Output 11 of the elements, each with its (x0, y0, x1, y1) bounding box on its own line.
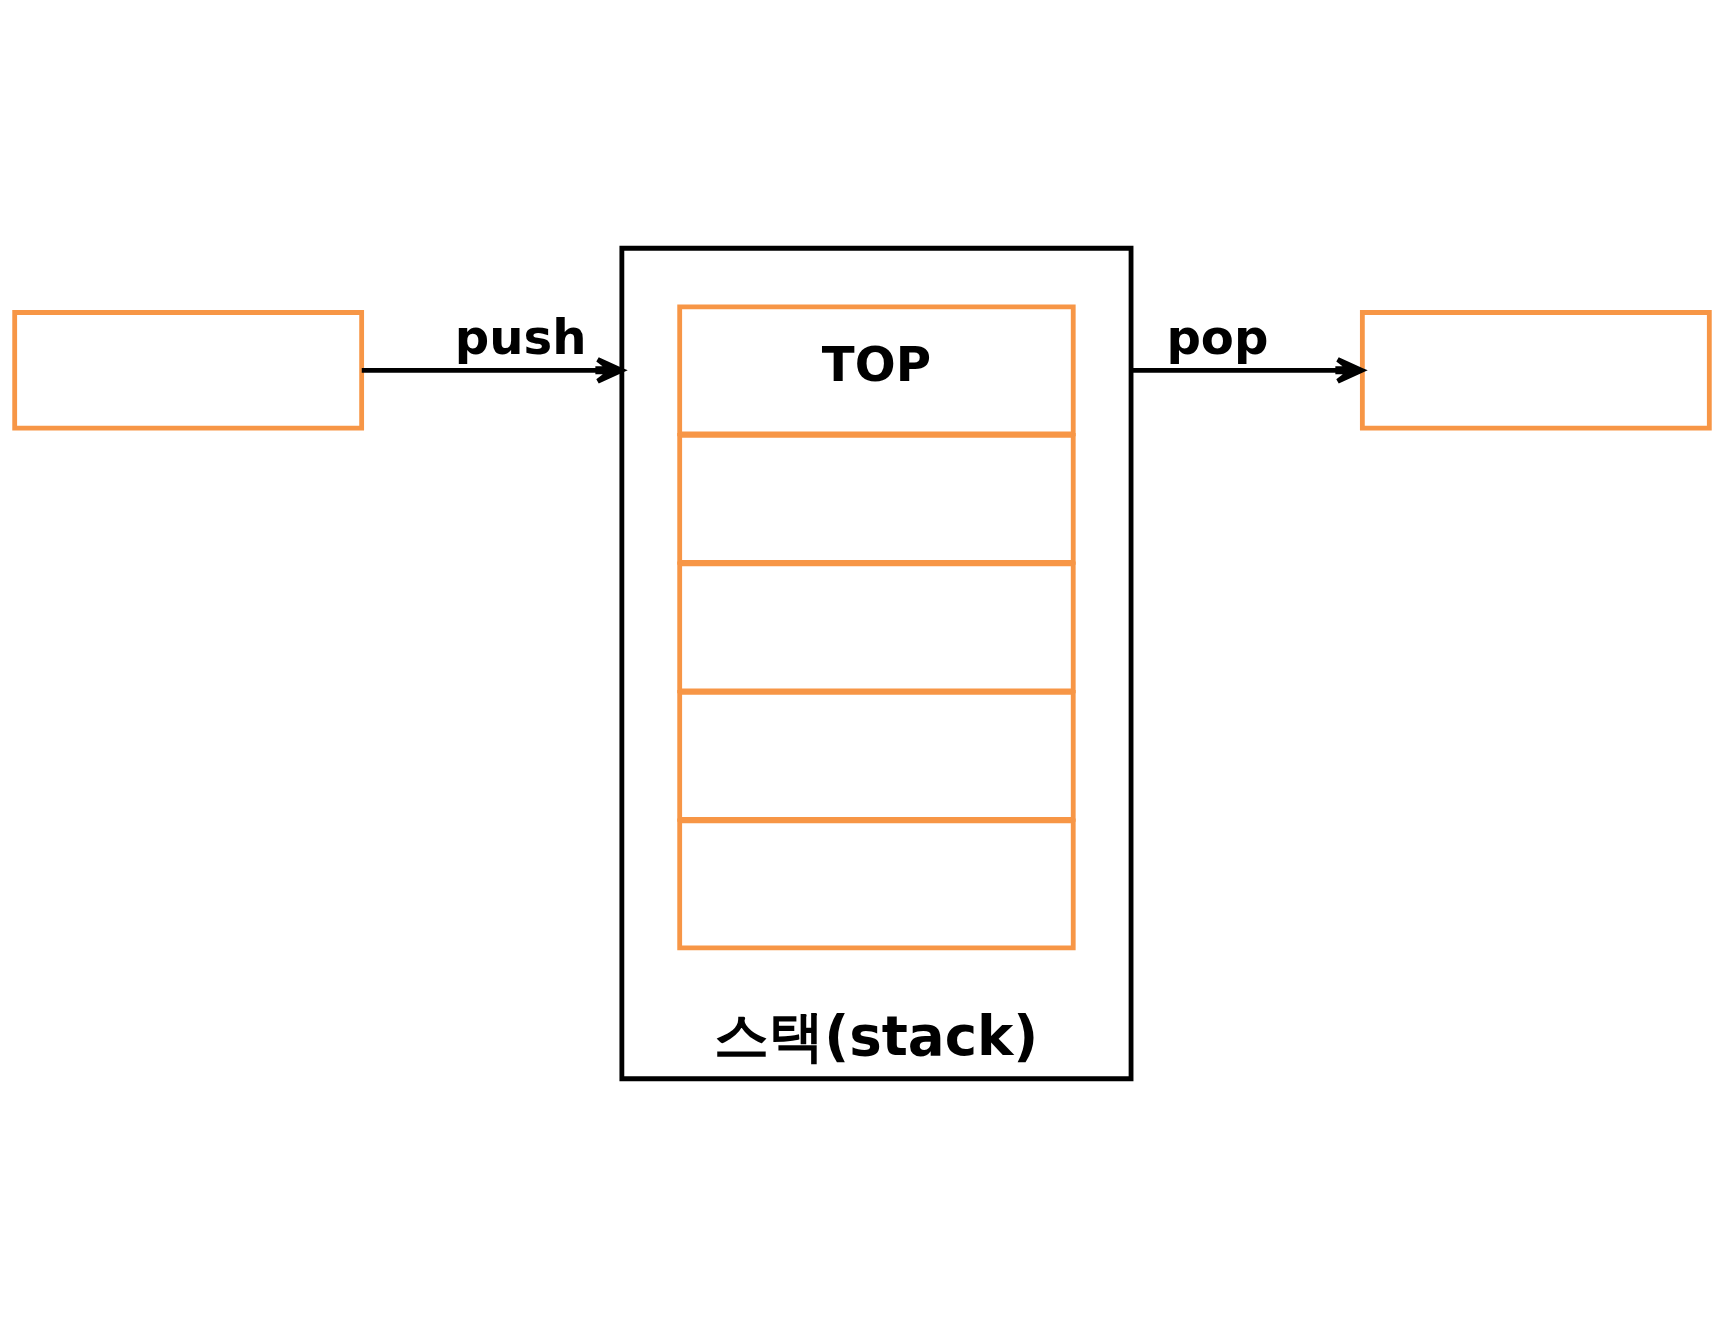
node-box: TOP (677, 304, 1076, 436)
edge-label: push (454, 308, 587, 365)
node-box (677, 689, 1076, 822)
node-box (1359, 309, 1712, 431)
edge-label: pop (1166, 308, 1269, 365)
arrow (1131, 356, 1365, 384)
node-box (677, 432, 1076, 565)
node-box (677, 818, 1076, 950)
node-box (12, 309, 365, 431)
node-box (677, 561, 1076, 693)
arrow (361, 356, 625, 384)
